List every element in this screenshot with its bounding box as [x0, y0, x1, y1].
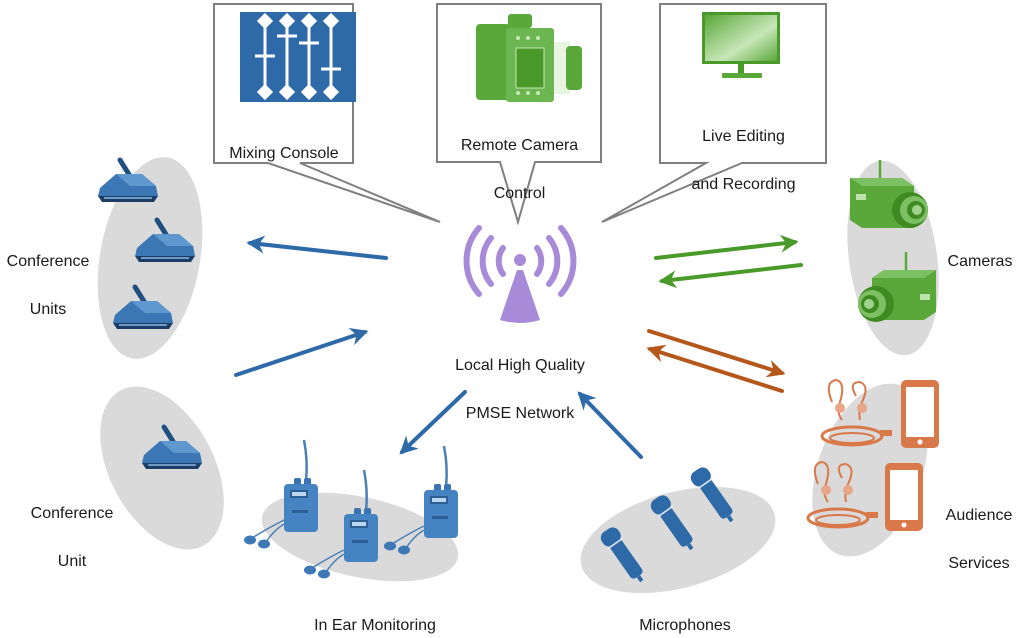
cameras-label: Cameras	[940, 226, 1020, 274]
arrow-hub-to-audience-services	[647, 329, 786, 378]
callout-label-remote-camera-control: Remote Camera Control	[437, 110, 602, 230]
mixing-console-label: Mixing Console	[229, 145, 339, 162]
smartphone-icon	[885, 463, 923, 531]
callout-label-mixing-console: Mixing Console	[214, 118, 354, 166]
conference-units-label: Conference Units	[0, 226, 96, 346]
audience-services-label-line1: Audience	[945, 507, 1013, 524]
in-ear-monitoring-label-text: In Ear Monitoring	[314, 617, 436, 634]
microphones-label-text: Microphones	[639, 617, 731, 634]
pmse-network-diagram	[0, 3, 939, 594]
arrow-hub-to-conference-units	[246, 235, 388, 260]
conference-units-label-line2: Units	[29, 301, 67, 318]
microphones-label: Microphones	[620, 590, 750, 638]
live-editing-label-line1: Live Editing	[702, 128, 785, 145]
hub-label: Local High Quality PMSE Network	[420, 330, 620, 450]
callout-label-live-editing: Live Editing and Recording	[660, 101, 827, 221]
in-ear-monitoring-label: In Ear Monitoring	[290, 590, 460, 638]
audience-services-label-line2: Services	[948, 555, 1010, 572]
conference-unit-label-line1: Conference	[30, 505, 114, 522]
conference-unit-label: Conference Unit	[24, 478, 120, 598]
arrow-conference-unit-to-hub	[234, 328, 369, 377]
arrow-cameras-to-hub	[658, 263, 803, 289]
remote-camera-label-line2: Control	[493, 185, 546, 202]
cameras-label-text: Cameras	[947, 253, 1013, 270]
arrow-hub-to-in-ear-monitoring	[399, 390, 467, 455]
arrow-microphones-to-hub	[577, 391, 643, 459]
conference-units-label-line1: Conference	[6, 253, 90, 270]
conference-unit-label-line2: Unit	[57, 553, 87, 570]
monitor-icon	[702, 12, 780, 78]
hub-label-line2: PMSE Network	[465, 405, 575, 422]
remote-camera-control-icon	[476, 14, 582, 102]
live-editing-label-line2: and Recording	[691, 176, 796, 193]
arrow-hub-to-cameras	[654, 234, 799, 260]
hub-label-line1: Local High Quality	[455, 357, 585, 374]
mixing-console-icon	[240, 12, 356, 102]
remote-camera-label-line1: Remote Camera	[460, 137, 579, 154]
audience-services-label: Audience Services	[934, 480, 1024, 600]
wireless-antenna-icon	[463, 225, 577, 323]
arrow-audience-services-to-hub	[646, 344, 784, 393]
smartphone-icon	[901, 380, 939, 448]
